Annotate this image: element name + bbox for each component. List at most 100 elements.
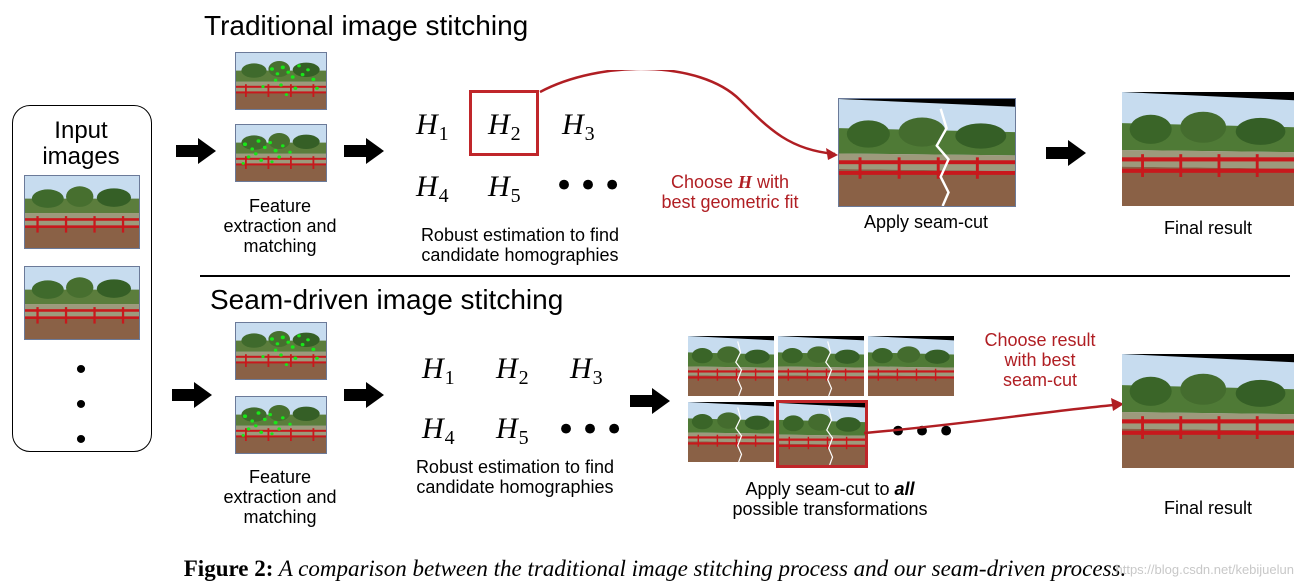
arrow-right-icon <box>630 388 670 414</box>
h-base: H <box>416 170 438 203</box>
all-emphasis: all <box>894 479 915 499</box>
homography-h4: H4 <box>416 170 449 208</box>
homography-h2: H2 <box>496 352 529 390</box>
h-sub: 2 <box>518 367 529 389</box>
input-title-line: images <box>42 143 120 170</box>
label-line: best geometric fit <box>661 192 799 212</box>
text-span: with <box>752 172 790 192</box>
bottom-final-label: Final result <box>1163 498 1253 518</box>
arrow-right-icon <box>176 138 216 164</box>
final-result-image-top <box>1122 92 1294 206</box>
selected-homography-box <box>469 90 539 156</box>
label-line: Feature <box>248 196 312 216</box>
homography-h4: H4 <box>422 412 455 450</box>
figure-caption: Figure 2: A comparison between the tradi… <box>0 556 1310 582</box>
input-more-dots: • • • <box>12 352 150 457</box>
h-emphasis: H <box>738 172 753 192</box>
bottom-seam-label: Apply seam-cut to all possible transform… <box>680 479 980 519</box>
text-span: Choose <box>670 172 738 192</box>
label-line: with best <box>1004 350 1076 370</box>
bottom-feature-label: Feature extraction and matching <box>205 467 355 527</box>
feature-image-top-2 <box>235 124 327 182</box>
bottom-row-title: Seam-driven image stitching <box>210 284 564 315</box>
best-seam-image <box>776 400 868 468</box>
choose-result-label: Choose result with best seam-cut <box>955 330 1125 390</box>
h-base: H <box>570 352 592 385</box>
seam-cut-image-top <box>838 98 1016 207</box>
homography-h1: H1 <box>422 352 455 390</box>
h-base: H <box>496 412 518 445</box>
feature-image-bottom-2 <box>235 396 327 454</box>
arrow-right-icon <box>344 382 384 408</box>
h-sub: 2 <box>510 123 521 145</box>
homography-h2: H2 <box>488 108 521 146</box>
caption-text: A comparison between the traditional ima… <box>273 556 1127 581</box>
homography-h1: H1 <box>416 108 449 146</box>
label-line: Apply seam-cut to all <box>680 479 980 499</box>
choose-curve-arrow <box>539 70 838 160</box>
homography-h5: H5 <box>496 412 529 450</box>
feature-image-top-1 <box>235 52 327 110</box>
homography-h5: H5 <box>488 170 521 208</box>
h-sub: 1 <box>438 123 449 145</box>
text-span: Apply seam-cut to <box>745 479 895 499</box>
h-base: H <box>422 352 444 385</box>
label-line: matching <box>243 236 317 256</box>
candidate-seam-image <box>868 336 954 396</box>
top-robust-label: Robust estimation to find candidate homo… <box>385 225 655 265</box>
label-line: Feature <box>248 467 312 487</box>
dot: • <box>75 423 87 456</box>
choose-seam-curve-arrow <box>863 398 1124 435</box>
top-feature-label: Feature extraction and matching <box>205 196 355 256</box>
candidate-seam-image <box>688 336 774 396</box>
h-sub: 3 <box>584 123 595 145</box>
label-line: Robust estimation to find <box>415 457 615 477</box>
bottom-robust-label: Robust estimation to find candidate homo… <box>380 457 650 497</box>
input-images-panel <box>12 105 152 452</box>
h-base: H <box>416 108 438 141</box>
label-line: Choose result <box>984 330 1096 350</box>
label-line: matching <box>243 507 317 527</box>
feature-image-bottom-1 <box>235 322 327 380</box>
input-image-1 <box>24 175 140 249</box>
label-line: Choose H with <box>630 172 830 192</box>
input-images-title: Input images <box>12 118 150 170</box>
homography-h3: H3 <box>562 108 595 146</box>
arrow-right-icon <box>172 382 212 408</box>
dot: • <box>75 388 87 421</box>
label-line: Robust estimation to find <box>420 225 620 245</box>
dot: • <box>75 353 87 386</box>
label-line: extraction and <box>223 487 337 507</box>
top-seam-label: Apply seam-cut <box>863 212 989 232</box>
top-row-title: Traditional image stitching <box>204 10 529 41</box>
label-line: possible transformations <box>732 499 928 519</box>
choose-h-label: Choose H with best geometric fit <box>630 172 830 212</box>
label-line: extraction and <box>223 216 337 236</box>
final-result-image-bottom <box>1122 354 1294 468</box>
label-line: candidate homographies <box>421 245 619 265</box>
candidate-seam-image <box>778 336 864 396</box>
homography-more-dots: ••• <box>554 166 627 206</box>
h-sub: 5 <box>510 185 521 207</box>
caption-label: Figure 2: <box>183 556 274 581</box>
homography-more-dots: ••• <box>556 410 629 450</box>
h-base: H <box>562 108 584 141</box>
watermark: https://blog.csdn.net/kebijuelun <box>1115 562 1294 577</box>
h-base: H <box>496 352 518 385</box>
h-base: H <box>422 412 444 445</box>
label-line: seam-cut <box>1002 370 1078 390</box>
homography-h3: H3 <box>570 352 603 390</box>
input-title-line: Input <box>54 117 108 144</box>
h-base: H <box>488 108 510 141</box>
label-line: candidate homographies <box>416 477 614 497</box>
arrow-right-icon <box>344 138 384 164</box>
h-sub: 5 <box>518 427 529 449</box>
arrow-right-icon <box>1046 140 1086 166</box>
top-final-label: Final result <box>1163 218 1253 238</box>
input-image-2 <box>24 266 140 340</box>
section-divider <box>200 275 1290 277</box>
h-sub: 3 <box>592 367 603 389</box>
h-sub: 4 <box>444 427 455 449</box>
candidate-seam-image <box>688 402 774 462</box>
h-sub: 4 <box>438 185 449 207</box>
